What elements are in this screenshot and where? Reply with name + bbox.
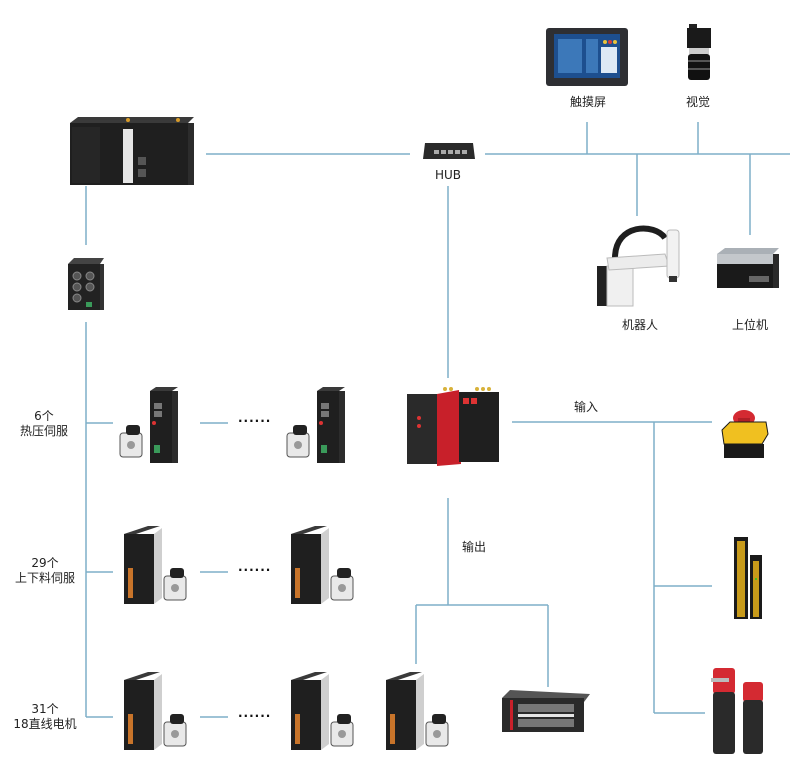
safety-io-unit-device[interactable] (498, 686, 592, 736)
servo-drive-row3-first[interactable] (118, 670, 198, 752)
emergency-stop-device[interactable] (716, 402, 772, 462)
vision-label: 视觉 (685, 95, 710, 109)
servo-row-3-desc: 18直线电机 (13, 717, 77, 731)
servo-drive-icon (286, 387, 345, 463)
light-curtain-device[interactable] (728, 533, 768, 621)
vision-camera-device[interactable] (683, 22, 715, 82)
servo-drive-row2-last[interactable] (285, 524, 365, 606)
ellipsis-row3: ······ (238, 709, 272, 723)
host-pc-label: 上位机 (731, 318, 768, 332)
ellipsis-row2: ······ (238, 563, 272, 577)
servo-drive-icon (291, 526, 354, 604)
hub-label: HUB (434, 168, 462, 182)
robot-label: 机器人 (621, 318, 658, 332)
servo-row-1-desc: 热压伺服 (19, 424, 68, 438)
servo-drive-icon (124, 526, 187, 604)
input-label: 输入 (573, 400, 598, 414)
scara-robot-icon (597, 225, 680, 307)
camera-icon (687, 24, 711, 80)
touchscreen-icon (546, 28, 628, 86)
safety-controller-icon (407, 387, 499, 466)
output-label: 输出 (461, 540, 486, 554)
servo-drive-row2-first[interactable] (118, 524, 198, 606)
door-switch-icon (711, 668, 763, 754)
servo-drive-output[interactable] (380, 670, 460, 752)
robot-device[interactable] (595, 218, 687, 310)
safety-controller-device[interactable] (405, 384, 505, 468)
emergency-stop-icon (721, 410, 769, 458)
host-pc-device[interactable] (713, 246, 783, 290)
servo-drive-icon (386, 672, 449, 750)
junction-slave-icon (68, 258, 104, 310)
servo-row-2-label: 29个 上下料伺服 (8, 556, 82, 586)
touchscreen-label: 触摸屏 (569, 95, 606, 109)
servo-drive-row1-first[interactable] (116, 385, 196, 465)
light-curtain-icon (734, 537, 762, 619)
plc-controller[interactable] (68, 115, 196, 187)
servo-row-3-count: 31个 (31, 702, 59, 716)
servo-row-2-count: 29个 (31, 556, 59, 570)
ellipsis-row1: ······ (238, 414, 272, 428)
ethercat-junction-device[interactable] (66, 256, 106, 312)
servo-drive-icon (291, 672, 354, 750)
touchscreen-device[interactable] (545, 27, 629, 87)
servo-drive-row1-last[interactable] (283, 385, 363, 465)
servo-row-3-label: 31个 18直线电机 (8, 702, 82, 732)
servo-drive-icon (124, 672, 187, 750)
door-switch-device[interactable] (709, 666, 769, 756)
servo-drive-row3-middle[interactable] (285, 670, 365, 752)
servo-row-2-desc: 上下料伺服 (14, 571, 75, 585)
io-unit-icon (502, 690, 590, 732)
plc-icon (70, 117, 194, 185)
hub-icon (423, 143, 475, 159)
servo-drive-icon (119, 387, 178, 463)
industrial-pc-icon (717, 248, 779, 288)
hub-device[interactable] (421, 141, 477, 163)
servo-row-1-count: 6个 (34, 409, 54, 423)
servo-row-1-label: 6个 热压伺服 (14, 409, 74, 439)
